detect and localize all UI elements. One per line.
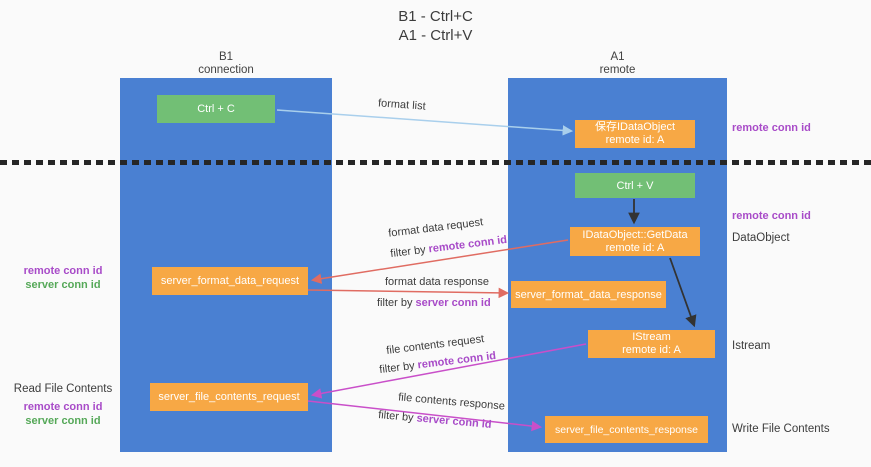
server-file-contents-request-label: server_file_contents_request xyxy=(158,391,300,403)
left-server-conn-id-2: server conn id xyxy=(25,415,101,427)
ctrl-v-box: Ctrl + V xyxy=(575,173,695,198)
right-column-header: A1 remote xyxy=(508,51,727,76)
istream-box: IStream remote id: A xyxy=(588,330,715,358)
title-line-2: A1 - Ctrl+V xyxy=(398,27,473,44)
server-format-data-request-box: server_format_data_request xyxy=(152,267,308,295)
server-conn-id-text: server conn id xyxy=(415,297,491,309)
left-remote-conn-id-1: remote conn id xyxy=(23,265,103,277)
filter-by-server-conn-id-label-1: filter by server conn id xyxy=(377,297,491,309)
ctrl-v-label: Ctrl + V xyxy=(616,179,654,192)
server-format-data-response-label: server_format_data_response xyxy=(515,288,662,301)
write-file-contents-label: Write File Contents xyxy=(732,423,830,435)
server-file-contents-response-label: server_file_contents_response xyxy=(554,423,698,436)
clipboard-boundary-dashed-line xyxy=(0,160,871,165)
format-data-response-label: format data response xyxy=(385,276,489,288)
title-line-1: B1 - Ctrl+C xyxy=(398,8,473,25)
file-contents-request-arrow xyxy=(310,343,587,399)
filter-by-text: filter by xyxy=(377,297,416,309)
left-remote-conn-id-2: remote conn id xyxy=(23,401,103,413)
save-idataobject-box: 保存IDataObject remote id: A xyxy=(575,120,695,148)
getdata-line1: IDataObject::GetData xyxy=(582,228,688,241)
server-file-contents-request-box: server_file_contents_request xyxy=(150,383,308,411)
istream-line2: remote id: A xyxy=(622,344,681,356)
file-contents-response-arrow xyxy=(307,400,543,432)
right-remote-conn-id-mid: remote conn id xyxy=(732,210,811,222)
ctrl-c-label: Ctrl + C xyxy=(197,103,235,115)
getdata-to-istream-arrow xyxy=(669,257,697,328)
left-column-subtitle: connection xyxy=(198,63,254,76)
ctrl-c-box: Ctrl + C xyxy=(157,95,275,123)
format-data-response-arrow xyxy=(307,287,510,299)
getdata-line2: remote id: A xyxy=(605,241,665,254)
format-data-request-arrow xyxy=(310,239,569,284)
server-file-contents-response-box: server_file_contents_response xyxy=(545,416,708,443)
save-idataobject-line2: remote id: A xyxy=(605,134,665,146)
left-column-name: B1 xyxy=(218,51,234,63)
right-column-name: A1 xyxy=(610,51,625,63)
left-column-header: B1 connection xyxy=(120,51,332,76)
idataobject-getdata-box: IDataObject::GetData remote id: A xyxy=(570,227,700,256)
page-title: B1 - Ctrl+C A1 - Ctrl+V xyxy=(0,7,871,45)
read-file-contents-label: Read File Contents xyxy=(13,383,113,395)
save-idataobject-line1: 保存IDataObject xyxy=(594,121,676,133)
istream-side-label: Istream xyxy=(732,340,771,352)
format-list-arrow xyxy=(276,109,574,136)
dataobject-label: DataObject xyxy=(732,232,790,244)
server-format-data-request-label: server_format_data_request xyxy=(160,275,300,287)
left-server-conn-id-1: server conn id xyxy=(25,279,101,291)
right-column-subtitle: remote xyxy=(599,63,636,76)
right-remote-conn-id-top: remote conn id xyxy=(732,122,811,134)
server-format-data-response-box: server_format_data_response xyxy=(511,281,666,308)
istream-line1: IStream xyxy=(632,331,671,343)
